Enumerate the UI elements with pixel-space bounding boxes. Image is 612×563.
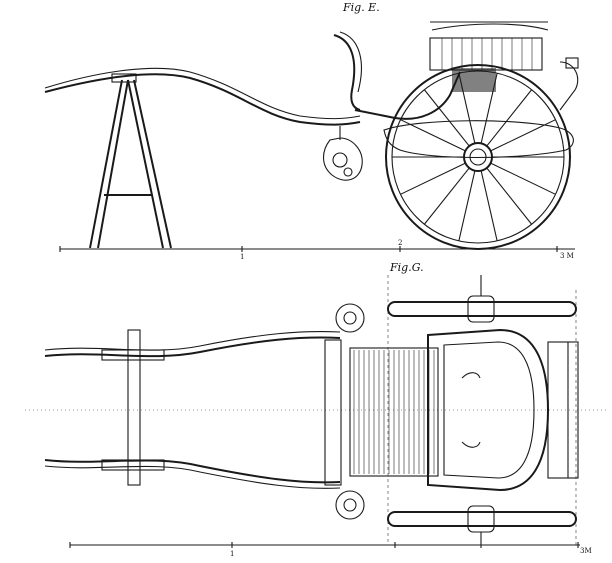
figure-g-plan-view: Fig.G. [25, 261, 606, 558]
figure-g-caption: Fig.G. [389, 261, 424, 274]
wheel-spoke [458, 170, 476, 241]
wheel-spoke [490, 162, 556, 195]
wheel-spoke [486, 167, 533, 225]
footboard-slats [353, 350, 435, 474]
lamps-plan [335, 303, 365, 520]
wheel-spokes [392, 73, 564, 241]
scale-top-mark-2: 2 [398, 239, 402, 247]
figure-e-caption: Fig. E. [342, 1, 380, 14]
scale-top-end: 3 M [560, 252, 574, 260]
ground-scale-top: 1 2 3 M [59, 239, 575, 261]
wheel-spoke [400, 119, 466, 152]
wheel-spoke [490, 119, 556, 152]
ground-scale-bottom: 1 3M [69, 542, 592, 558]
trestle-stand [89, 73, 172, 249]
wheel-spoke [486, 89, 533, 147]
footboard-plan [324, 339, 439, 486]
scale-bottom-end: 3M [580, 547, 592, 555]
figure-e-side-view: Fig. E. [44, 1, 579, 261]
wheel-spoke [423, 89, 470, 147]
scale-top-mark-1: 1 [240, 253, 244, 261]
wheel-spoke [480, 73, 498, 144]
stand-plan [101, 329, 165, 486]
wheel-spoke [458, 73, 476, 144]
scale-bottom-mark-1: 1 [230, 550, 234, 558]
front-lamp-fitting [322, 126, 363, 181]
wheel-spoke [423, 167, 470, 225]
wheel-spoke [400, 162, 466, 195]
wheels-plan [387, 275, 577, 548]
shafts-plan [44, 330, 341, 489]
body-plan [427, 328, 579, 492]
wheel-spoke [480, 170, 498, 241]
shafts-side [44, 67, 361, 126]
